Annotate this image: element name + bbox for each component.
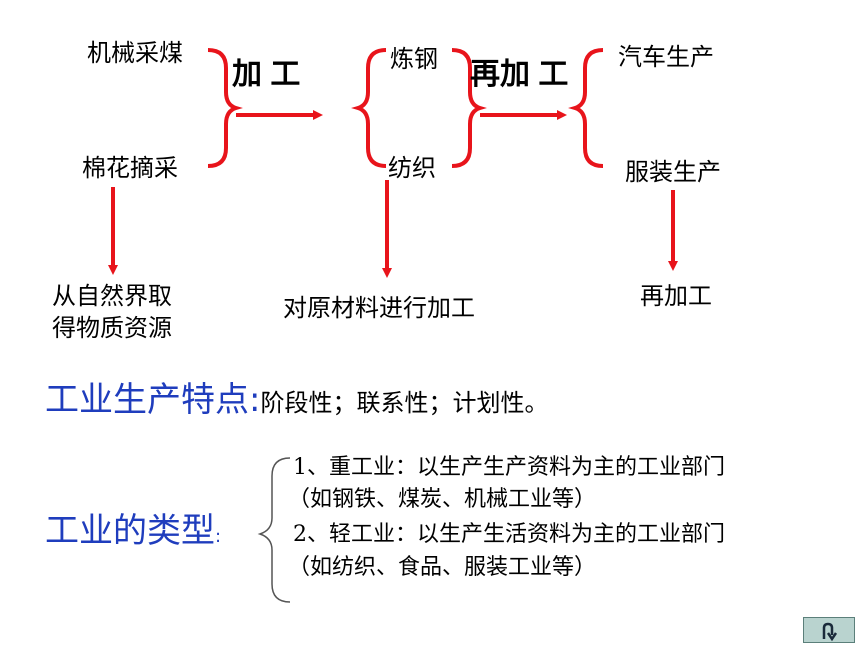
final-top-label: 汽车生产 [618, 43, 714, 71]
types-heading-wrap: 工业的类型: [45, 511, 221, 551]
type-item-2: 2、轻工业：以生产生活资料为主的工业部门 [293, 522, 725, 547]
opening-brace-2 [351, 48, 387, 168]
desc-left-line1: 从自然界取 [52, 282, 172, 310]
types-brace [257, 457, 291, 603]
features-colon: : [249, 380, 261, 420]
types-heading: 工业的类型 [45, 511, 215, 551]
mid-top-label: 炼钢 [390, 45, 438, 73]
mid-bottom-label: 纺织 [388, 154, 436, 182]
types-colon: : [215, 526, 222, 547]
raw-top-label: 机械采煤 [87, 39, 183, 67]
type-item-2-note: （如纺织、食品、服装工业等） [288, 555, 597, 580]
closing-brace-3 [451, 48, 487, 168]
desc-left-line2: 得物质资源 [52, 314, 172, 342]
return-nav-button[interactable] [803, 617, 855, 643]
final-bottom-label: 服装生产 [625, 158, 721, 186]
u-turn-arrow-icon [822, 622, 838, 642]
process-2-label: 再加 工 [470, 58, 569, 91]
process-1-label: 加 工 [232, 58, 301, 91]
features-text: 阶段性；联系性；计划性。 [260, 389, 549, 417]
features-heading: 工业生产特点 [45, 380, 249, 420]
desc-mid: 对原材料进行加工 [283, 294, 475, 322]
type-item-1: 1、重工业：以生产生产资料为主的工业部门 [293, 455, 725, 480]
type-item-1-note: （如钢铁、煤炭、机械工业等） [288, 487, 597, 512]
opening-brace-4 [568, 48, 604, 168]
closing-brace-1 [207, 48, 243, 168]
desc-right: 再加工 [640, 282, 712, 310]
features-line: 工业生产特点:阶段性；联系性；计划性。 [45, 380, 548, 420]
raw-bottom-label: 棉花摘采 [82, 154, 178, 182]
